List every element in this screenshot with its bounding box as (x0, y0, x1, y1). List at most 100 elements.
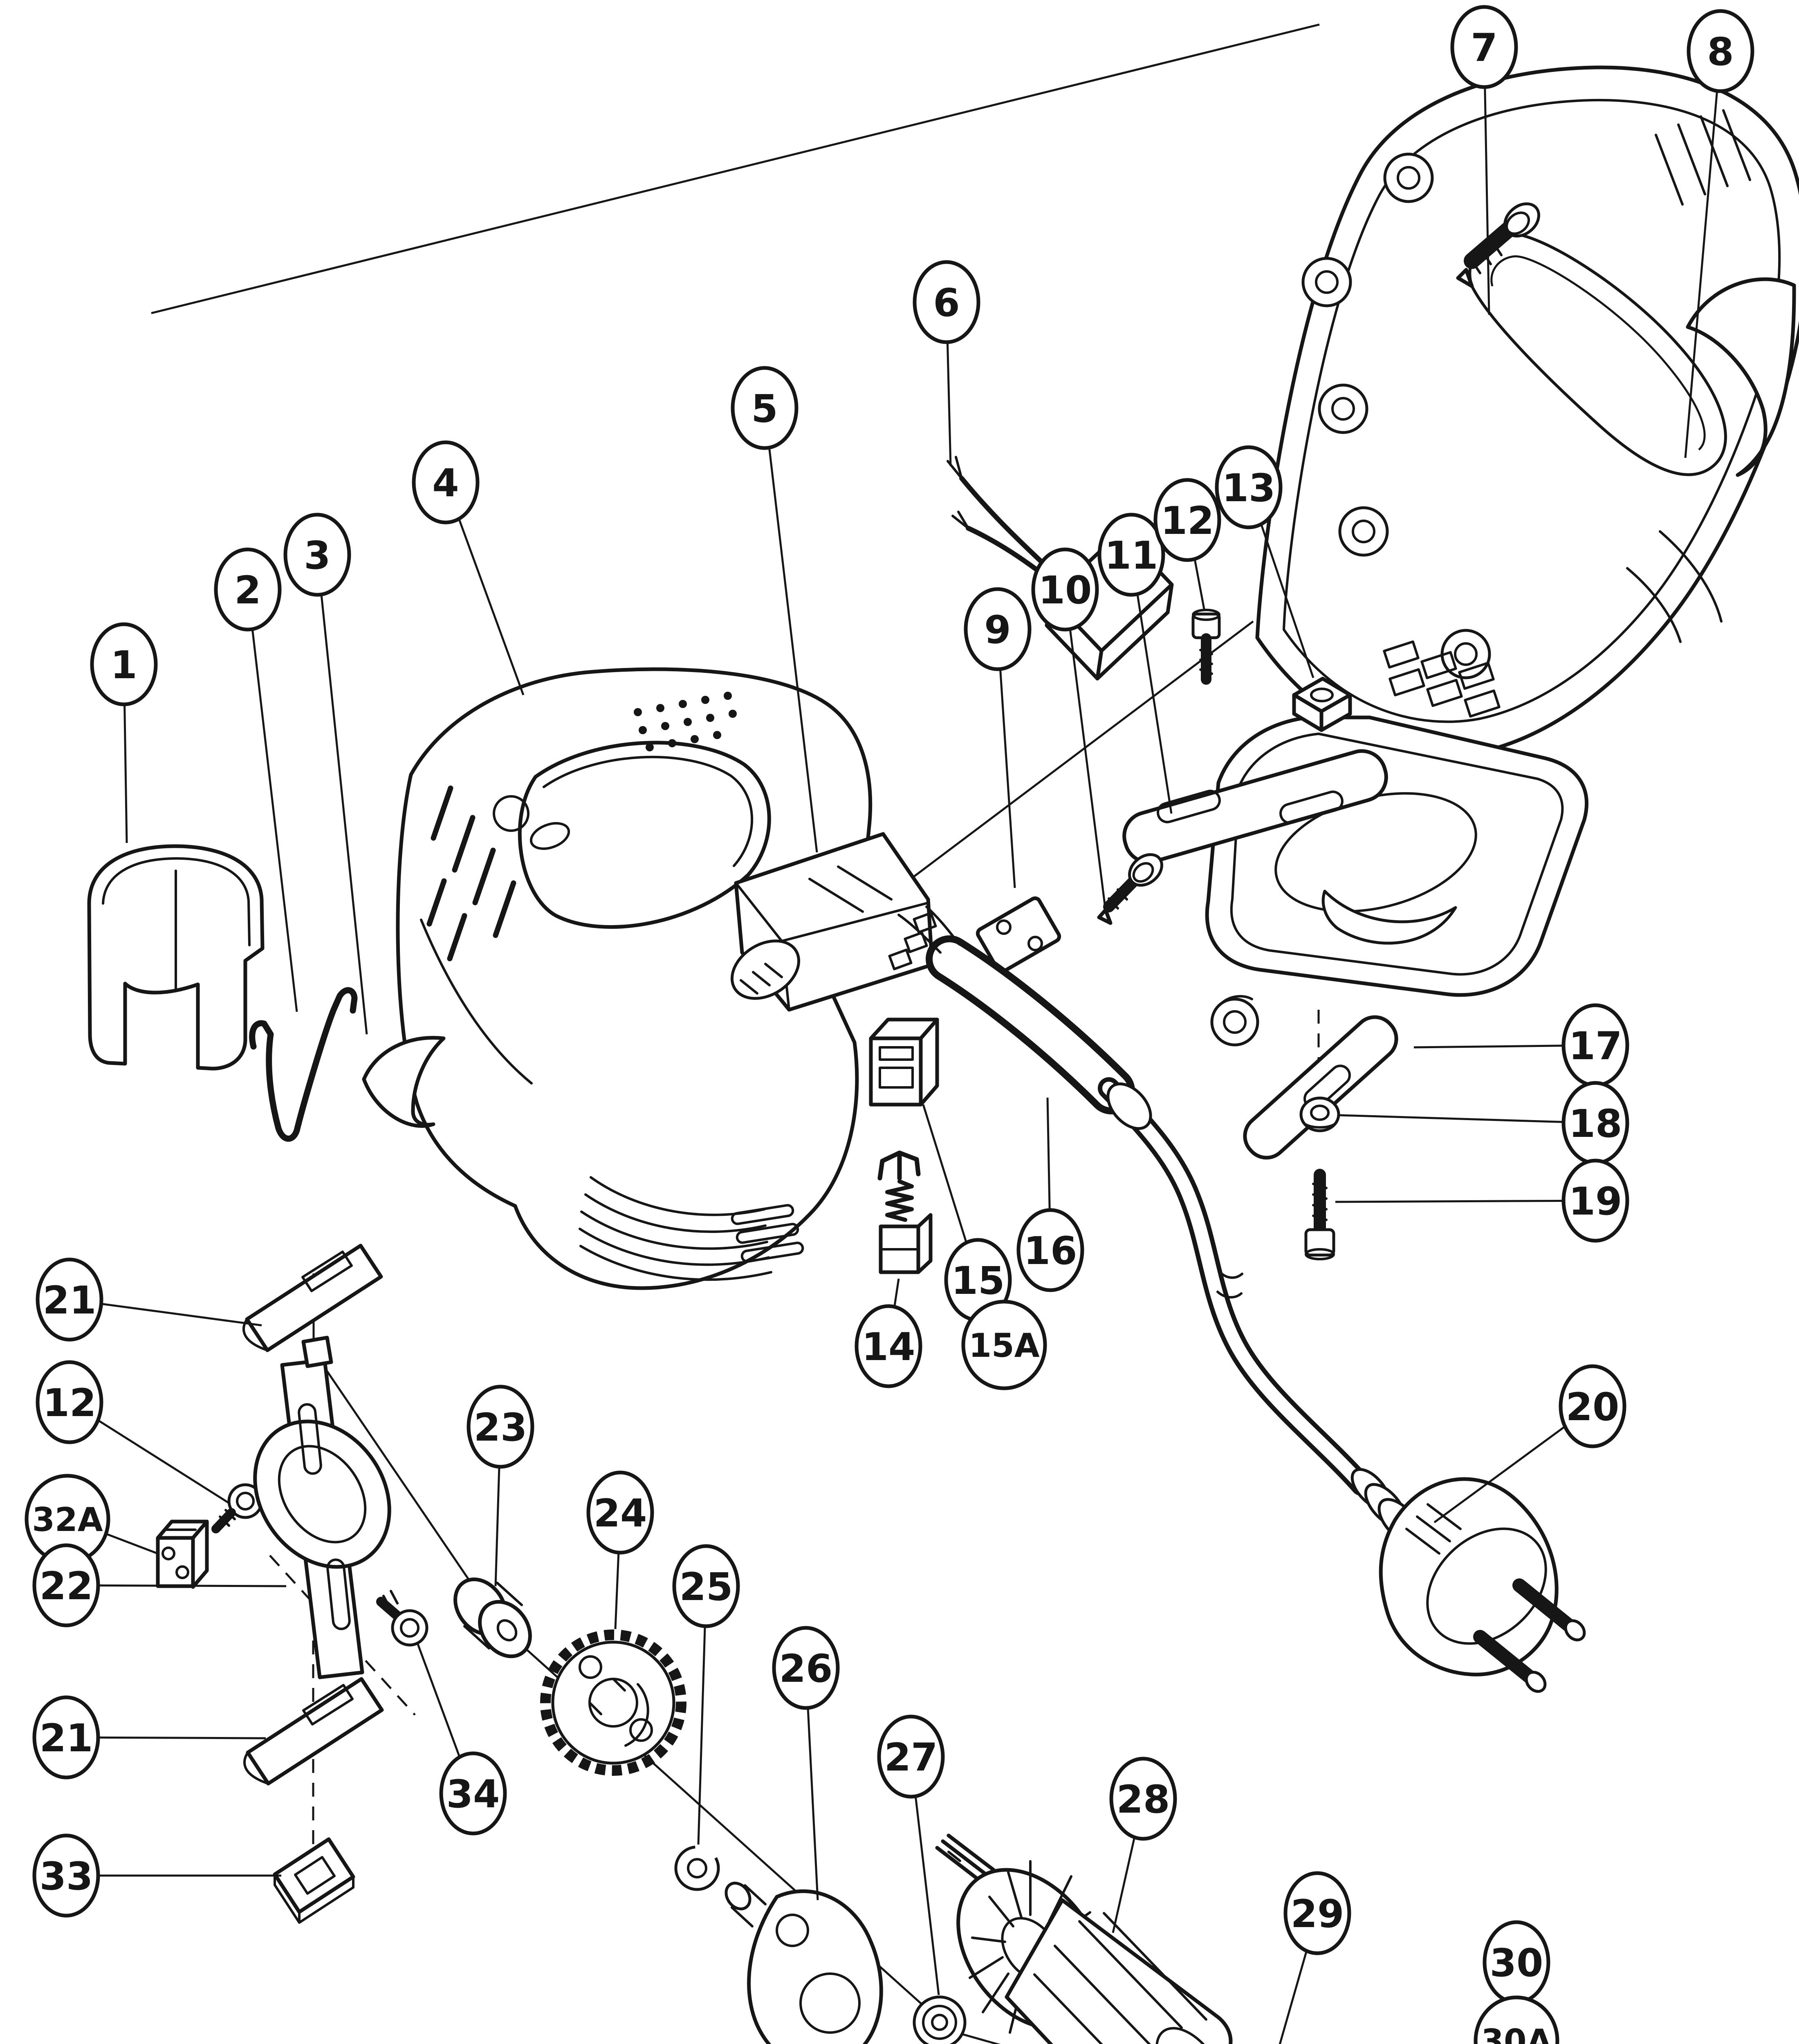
armature-28 (935, 1833, 1233, 2044)
leader-line-22 (98, 1584, 287, 1587)
callout-14-13: 14 (855, 1278, 922, 1388)
cord-and-protector-16 (897, 905, 1373, 1496)
callout-balloon-14 (855, 1304, 922, 1388)
callout-28-33: 28 (1109, 1757, 1177, 1933)
callout-3-2: 3 (283, 513, 368, 1035)
base-assembly (976, 609, 1589, 997)
leader-line-15 (922, 1104, 967, 1243)
callout-number-30a: 30A (1481, 2022, 1552, 2044)
callout-number-28: 28 (1117, 1777, 1170, 1822)
leader-line-27 (914, 1796, 940, 1995)
callout-balloon-16 (1016, 1208, 1084, 1292)
callout-13-12: 13 (1215, 445, 1314, 678)
base-plate (1205, 715, 1589, 997)
callout-balloon-20 (1559, 1364, 1626, 1448)
callout-balloon-6 (913, 260, 980, 344)
callout-number-21: 21 (43, 1278, 96, 1323)
callout-balloon-3 (283, 513, 351, 597)
leader-line-17 (1413, 1044, 1564, 1049)
brush-holder-15 (869, 1018, 939, 1107)
callout-6-5: 6 (913, 260, 980, 466)
callout-21-21: 21 (36, 1257, 262, 1342)
callout-number-4: 4 (432, 461, 459, 506)
callout-balloon-5 (731, 366, 799, 450)
callout-19-19: 19 (1335, 1159, 1629, 1243)
screw-19 (1304, 1169, 1335, 1260)
callout-balloon-12 (36, 1360, 103, 1444)
housing-right-half (1255, 65, 1799, 757)
callout-2-1: 2 (214, 547, 298, 1012)
callout-balloon-13 (1215, 445, 1283, 529)
callout-balloon-33 (32, 1833, 100, 1918)
callout-25-30: 25 (672, 1544, 740, 1845)
leader-line-13 (1260, 524, 1314, 678)
leader-line-26 (807, 1708, 819, 1901)
callout-32a-23: 32A (25, 1474, 158, 1564)
screw-10 (1097, 853, 1163, 925)
wire-spring-2 (249, 987, 358, 1142)
bolt-12 (1191, 609, 1221, 685)
callout-20-20: 20 (1433, 1364, 1626, 1524)
callout-balloon-4 (412, 440, 480, 524)
callout-30a-36: 30A (1474, 1995, 1559, 2044)
callout-1-0: 1 (90, 622, 158, 843)
leader-line-9 (999, 669, 1016, 888)
callout-balloon-11 (1097, 513, 1165, 597)
leader-line-12 (97, 1419, 231, 1505)
callout-number-12: 12 (43, 1381, 96, 1425)
callout-balloon-21 (36, 1257, 103, 1342)
callout-23-28: 23 (467, 1385, 534, 1587)
washer-18 (1299, 1096, 1340, 1132)
callout-number-25: 25 (680, 1565, 733, 1609)
callout-number-22: 22 (40, 1564, 93, 1609)
callout-number-16: 16 (1024, 1229, 1077, 1273)
bearing-27 (913, 1995, 967, 2044)
guide-bar-21-bottom (243, 1677, 384, 1786)
callout-number-32a: 32A (32, 1501, 103, 1539)
leader-line-11 (1136, 594, 1173, 814)
leader-line-1 (123, 704, 128, 843)
leader-line-21 (98, 1736, 266, 1739)
callout-18-18: 18 (1339, 1081, 1629, 1165)
leader-line-34 (417, 1644, 461, 1757)
callout-balloon-9 (964, 587, 1032, 671)
callout-number-17: 17 (1569, 1024, 1622, 1069)
callout-number-19: 19 (1569, 1179, 1622, 1224)
callout-12-11: 12 (1153, 478, 1221, 612)
callout-balloon-25 (672, 1544, 740, 1628)
callout-balloon-19 (1561, 1159, 1629, 1243)
callout-balloon-12 (1153, 478, 1221, 562)
callout-21-25: 21 (32, 1695, 266, 1780)
callout-7-6: 7 (1450, 5, 1518, 315)
callout-number-7: 7 (1471, 26, 1497, 70)
screw-34 (376, 1590, 428, 1647)
callout-33-26: 33 (32, 1833, 281, 1918)
callout-number-1: 1 (110, 643, 137, 688)
callout-number-27: 27 (884, 1735, 938, 1780)
callout-balloon-24 (586, 1470, 654, 1555)
callout-number-2: 2 (234, 568, 261, 613)
plate-9 (976, 896, 1061, 974)
callout-number-12: 12 (1161, 499, 1214, 543)
power-plug-20 (1350, 1468, 1586, 1693)
callout-balloon-2 (214, 547, 282, 632)
callout-balloon-34 (439, 1751, 507, 1836)
callout-number-9: 9 (984, 608, 1011, 652)
guide-plate-33 (273, 1837, 355, 1924)
callout-16-16: 16 (1016, 1097, 1084, 1292)
gear-24 (540, 1629, 686, 1776)
leader-line-29 (1279, 1950, 1308, 2044)
callout-29-34: 29 (1279, 1871, 1351, 2044)
callout-30-35: 30 (1483, 1920, 1550, 2004)
callout-balloon-22 (32, 1543, 100, 1627)
vent-slits (426, 785, 516, 961)
motor-housing-body-4 (396, 667, 873, 1290)
guide-block-32A (156, 1520, 209, 1589)
callout-12-22: 12 (36, 1360, 231, 1505)
carbon-brush-14 (877, 1150, 933, 1274)
callout-balloon-30a (1474, 1995, 1559, 2044)
square-nut-13 (1292, 677, 1352, 732)
callout-number-26: 26 (779, 1647, 833, 1691)
